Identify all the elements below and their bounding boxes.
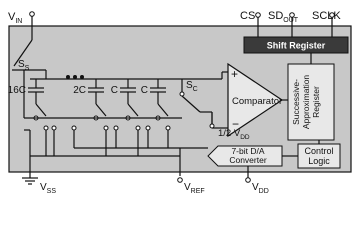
diagram-canvas: VIN CS SDOUT SCLK Shift Register Success… xyxy=(8,10,352,195)
ellipsis-dots-icon xyxy=(66,75,84,79)
half-vdd-label: 1/2 VDD xyxy=(218,128,250,141)
adc-block-diagram: VIN CS SDOUT SCLK Shift Register Success… xyxy=(8,10,352,195)
sclk-pin xyxy=(329,12,335,37)
sar-block xyxy=(287,63,335,141)
comparator-symbol xyxy=(227,62,284,138)
capacitor-c1 xyxy=(120,79,136,104)
dac-block xyxy=(207,145,283,167)
capacitor-16c xyxy=(28,79,44,104)
sclk-pin-label: SCLK xyxy=(312,10,341,22)
sc-switch-label: SC xyxy=(186,80,198,93)
comparator-plus: + xyxy=(231,67,238,81)
cap-label-16c: 16C xyxy=(8,85,26,96)
shift-register-block xyxy=(243,36,349,54)
vdd-pin-label: VDD xyxy=(252,182,269,195)
sdout-pin xyxy=(289,12,295,37)
ground-icon xyxy=(22,177,38,185)
cap-label-2c: 2C xyxy=(73,85,86,96)
bit-switches xyxy=(23,70,182,156)
half-vdd-node xyxy=(209,112,215,129)
ss-switch xyxy=(12,69,47,79)
vref-pin xyxy=(177,177,183,183)
shift-register-label: Shift Register xyxy=(267,41,326,51)
capacitor-2c xyxy=(88,79,104,104)
vref-pin-label: VREF xyxy=(184,182,205,195)
cap-label-c2: C xyxy=(141,85,148,96)
vin-pin xyxy=(13,11,35,67)
capacitor-c2 xyxy=(150,79,166,104)
comparator-label: Comparator xyxy=(232,96,282,107)
control-logic-block xyxy=(297,143,341,169)
ss-switch-label: SS xyxy=(18,59,30,72)
sdout-pin-label: SDOUT xyxy=(268,10,299,24)
cs-pin-label: CS xyxy=(240,10,255,22)
cs-pin xyxy=(255,12,261,37)
cap-label-c1: C xyxy=(111,85,118,96)
comparator-minus: − xyxy=(232,117,239,131)
vss-pin-label: VSS xyxy=(40,182,56,195)
sar-label: Successive-ApproximationRegister xyxy=(291,75,321,130)
vdd-pin xyxy=(245,166,251,183)
vin-pin-label: VIN xyxy=(8,11,22,25)
